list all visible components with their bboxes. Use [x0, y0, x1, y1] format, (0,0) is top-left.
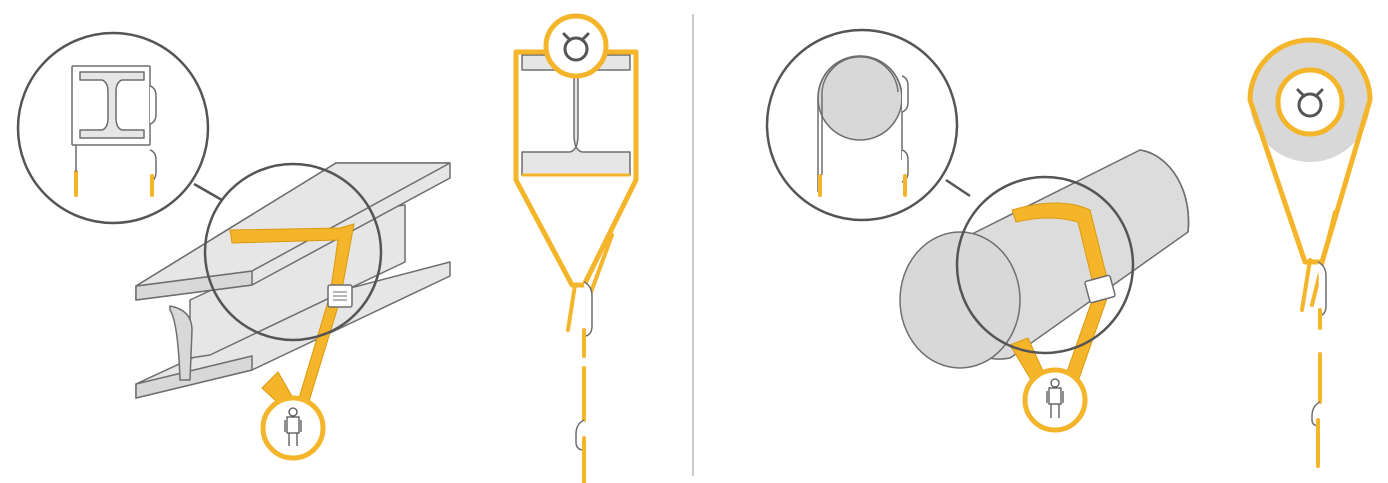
beam-front-view: [513, 13, 639, 483]
beam-anchor-panel: [16, 13, 639, 483]
pipe-zoom-circle: [955, 175, 1135, 355]
i-beam: [135, 162, 451, 399]
pipe-anchor-panel: [765, 28, 1373, 468]
anchor-ring-icon: [1275, 67, 1345, 137]
pipe-detail-magnifier: [765, 28, 971, 222]
anchor-ring-icon: [543, 13, 609, 79]
worker-harness-icon: [260, 395, 326, 461]
worker-harness-icon: [1022, 367, 1088, 433]
beam-detail-magnifier: [16, 31, 223, 225]
beam-anchor-strap: [229, 223, 355, 415]
beam-zoom-circle: [203, 162, 383, 342]
pipe-front-view: [1247, 37, 1373, 468]
pipe: [899, 149, 1190, 369]
